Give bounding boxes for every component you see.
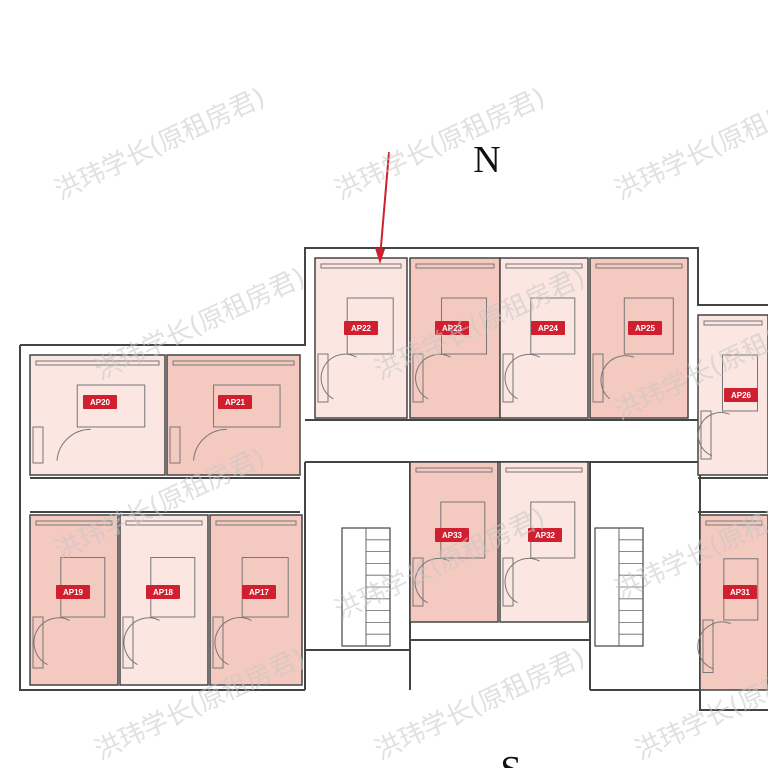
- svg-text:AP24: AP24: [538, 324, 559, 333]
- watermark-text: 洪玮学长(原租房君): [50, 83, 270, 207]
- room-label: AP31: [723, 585, 757, 599]
- wall-segment: [304, 649, 411, 690]
- svg-text:AP22: AP22: [351, 324, 372, 333]
- room-label: AP22: [344, 321, 378, 335]
- room-label: AP17: [242, 585, 276, 599]
- apartment-ap17[interactable]: AP17: [209, 514, 303, 686]
- room-label: AP33: [435, 528, 469, 542]
- room-label: AP18: [146, 585, 180, 599]
- wall-segment: [409, 625, 591, 641]
- apartment-ap24[interactable]: AP24: [499, 257, 589, 419]
- apartment-ap21[interactable]: AP21: [166, 354, 301, 476]
- apartment-ap20[interactable]: AP20: [29, 354, 166, 476]
- south-label: S: [500, 749, 521, 768]
- svg-text:AP23: AP23: [442, 324, 463, 333]
- stairwells: [341, 527, 644, 647]
- room-label: AP32: [528, 528, 562, 542]
- pointer-arrow: [375, 151, 390, 264]
- svg-text:AP31: AP31: [730, 588, 751, 597]
- svg-text:AP18: AP18: [153, 588, 174, 597]
- apartment-ap26[interactable]: AP26: [697, 314, 768, 476]
- apartment-ap19[interactable]: AP19: [29, 514, 119, 686]
- apartment-ap23[interactable]: AP23: [409, 257, 501, 419]
- room-label: AP23: [435, 321, 469, 335]
- apartment-ap18[interactable]: AP18: [119, 514, 209, 686]
- svg-text:AP32: AP32: [535, 531, 556, 540]
- apartment-ap32[interactable]: AP32: [499, 461, 589, 623]
- room-label: AP19: [56, 585, 90, 599]
- stairwell: [594, 527, 644, 647]
- wall-segment: [20, 247, 768, 346]
- svg-text:AP25: AP25: [635, 324, 656, 333]
- apartment-ap31[interactable]: AP31: [697, 514, 768, 691]
- svg-text:AP17: AP17: [249, 588, 270, 597]
- apartment-ap25[interactable]: AP25: [589, 257, 689, 419]
- room-label: AP25: [628, 321, 662, 335]
- svg-text:AP33: AP33: [442, 531, 463, 540]
- apartment-ap22[interactable]: AP22: [314, 257, 408, 419]
- svg-text:AP20: AP20: [90, 398, 111, 407]
- watermark-text: 洪玮学长(原租房君): [330, 83, 550, 207]
- svg-text:AP19: AP19: [63, 588, 84, 597]
- svg-text:AP26: AP26: [731, 391, 752, 400]
- room-label: AP20: [83, 395, 117, 409]
- north-label: N: [473, 139, 500, 181]
- apartment-ap33[interactable]: AP33: [409, 461, 499, 623]
- svg-text:AP21: AP21: [225, 398, 246, 407]
- watermark-text: 洪玮学长(原租房君): [610, 83, 768, 207]
- watermark-text: 洪玮学长(原租房君): [370, 643, 590, 767]
- room-label: AP21: [218, 395, 252, 409]
- room-label: AP24: [531, 321, 565, 335]
- stairwell: [341, 527, 391, 647]
- room-label: AP26: [724, 388, 758, 402]
